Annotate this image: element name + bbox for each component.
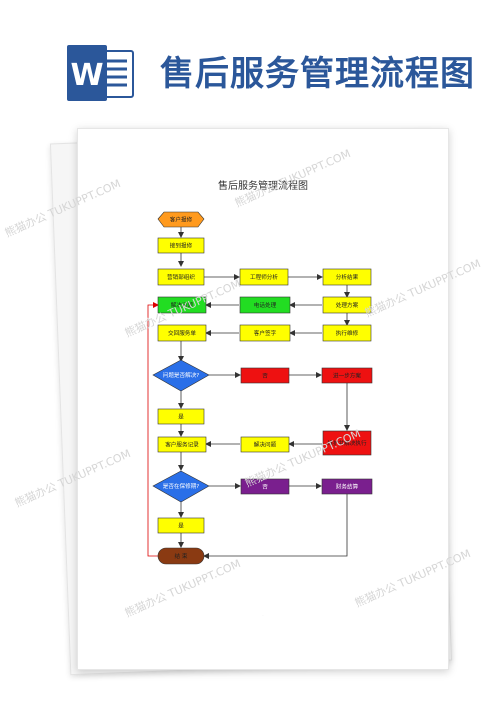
- label-solve-problem-2: 解决问题: [254, 441, 277, 449]
- label-yes-1: 是: [178, 414, 184, 421]
- node-phone-handle: 电话处理: [239, 296, 291, 314]
- node-yes-2: 是: [157, 517, 205, 534]
- document-title: 售后服务管理流程图: [218, 181, 308, 192]
- node-receive-report: 接到报修: [157, 237, 205, 254]
- node-end: 结 束: [157, 547, 205, 565]
- label-phone-handle: 电话处理: [254, 301, 277, 309]
- node-decision-solved: 问题是否解决?: [152, 359, 210, 392]
- label-no-2: 否: [262, 484, 268, 491]
- node-handle-plan: 处理方案: [322, 296, 372, 314]
- page-title: 售后服务管理流程图: [160, 54, 475, 94]
- label-decision-warranty: 是否在保修期?: [163, 482, 200, 490]
- node-finance-settle: 财务结算: [321, 478, 373, 495]
- label-end: 结 束: [175, 552, 188, 560]
- connectors: [178, 227, 350, 559]
- node-solve-problem-2: 解决问题: [240, 436, 290, 453]
- node-execute-repair: 执行维修: [322, 324, 372, 342]
- document-page: 售后服务管理流程图: [77, 128, 449, 670]
- label-execute-repair: 执行维修: [336, 329, 359, 337]
- node-customer-report: 客户报修: [157, 211, 205, 228]
- label-finance-settle: 财务结算: [336, 483, 359, 491]
- node-dept-organize: 营销部组织: [157, 268, 205, 286]
- label-repeat-solve: 维护并解决执行: [327, 439, 367, 447]
- label-engineer-analysis: 工程师分析: [250, 273, 278, 281]
- label-analysis-result: 分析结果: [336, 273, 359, 281]
- label-decision-solved: 问题是否解决?: [163, 371, 200, 379]
- label-return-service-form: 交回服务单: [168, 329, 196, 337]
- node-repeat-solve: 维护并解决执行: [322, 430, 372, 456]
- label-customer-report: 客户报修: [170, 216, 193, 224]
- label-no-1: 否: [262, 373, 268, 380]
- node-engineer-analysis: 工程师分析: [239, 268, 289, 286]
- header: W 售后服务管理流程图: [0, 0, 500, 118]
- node-analysis-result: 分析结果: [322, 268, 372, 286]
- flowchart: 客户报修 接到报修 营销部组织 工程师分析 分析结果 解决问题 电话处理 处理: [147, 211, 373, 565]
- red-loop-connector: [147, 302, 159, 557]
- node-yes-1: 是: [157, 408, 205, 425]
- label-customer-sign: 客户签字: [254, 329, 277, 337]
- node-further-plan: 进一步方案: [321, 367, 373, 384]
- logo-letter: W: [70, 58, 103, 93]
- node-return-service-form: 交回服务单: [157, 324, 207, 342]
- label-handle-plan: 处理方案: [336, 301, 359, 309]
- node-decision-warranty: 是否在保修期?: [152, 470, 210, 503]
- label-further-plan: 进一步方案: [333, 372, 361, 380]
- label-yes-2: 是: [178, 523, 184, 530]
- label-receive-report: 接到报修: [170, 242, 193, 250]
- page-footer-mark: ·: [262, 613, 264, 617]
- node-no-1: 否: [240, 367, 290, 384]
- node-solve-problem: 解决问题: [157, 296, 207, 314]
- label-customer-record: 客户服务记录: [165, 441, 199, 449]
- node-no-2: 否: [240, 478, 290, 495]
- node-customer-sign: 客户签字: [239, 324, 291, 342]
- word-logo-icon: W: [67, 45, 134, 101]
- node-customer-record: 客户服务记录: [157, 436, 207, 453]
- label-dept-organize: 营销部组织: [167, 273, 195, 281]
- label-solve-problem: 解决问题: [171, 301, 194, 309]
